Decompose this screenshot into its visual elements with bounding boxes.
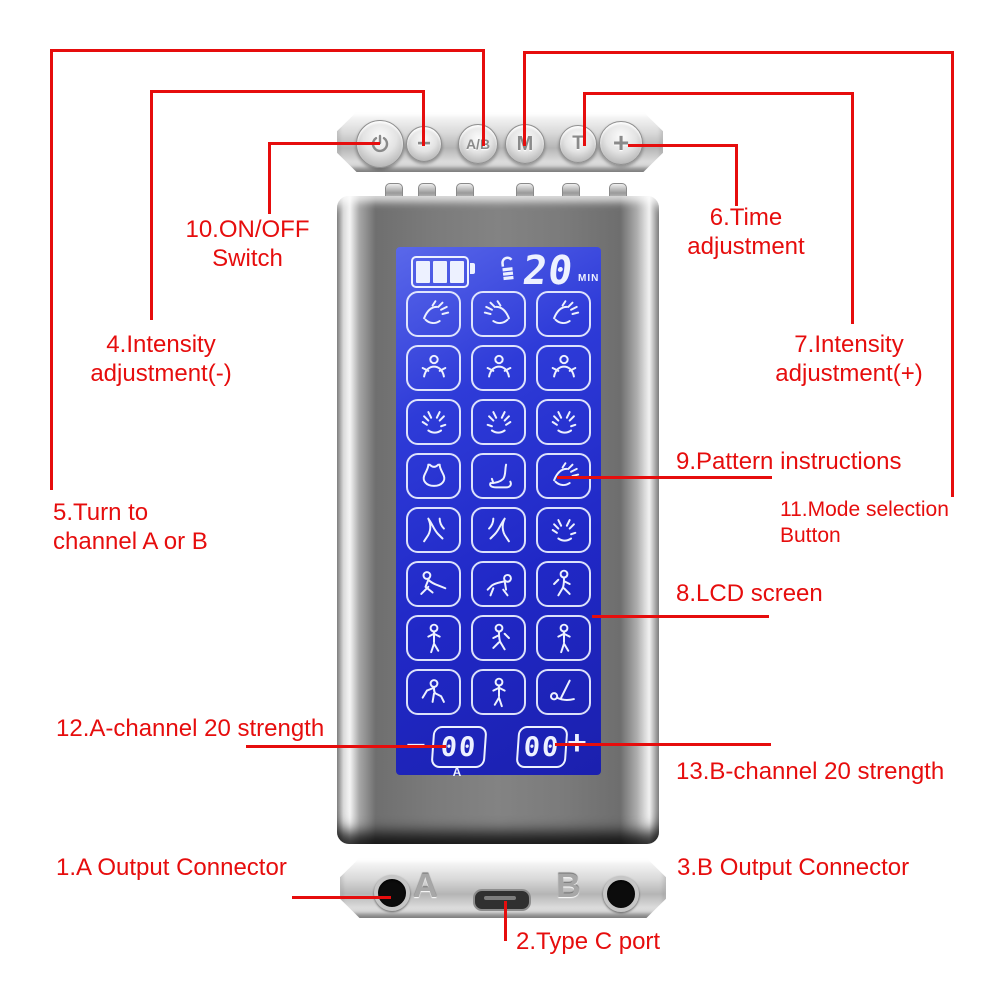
mode-icon-crawl-stretch — [471, 561, 526, 607]
output-jack-a — [374, 875, 410, 911]
callout-label-12: 12.A-channel 20 strength — [56, 715, 325, 742]
mode-icon-shoulder-grab — [471, 345, 526, 391]
usb-c-port — [473, 889, 531, 911]
mode-icon-abdomen-massage — [406, 453, 461, 499]
mode-icon-ankle-foot-rub — [471, 453, 526, 499]
callout-line-10 — [268, 142, 271, 214]
callout-line-7 — [851, 92, 854, 324]
callout-line-4 — [422, 90, 425, 146]
mode-icon-leg-hand-massage — [471, 507, 526, 553]
mode-icon-tapping-hands — [406, 291, 461, 337]
mode-icon-knee-raise — [471, 615, 526, 661]
callout-line-10 — [268, 142, 380, 145]
callout-label-3: 3.B Output Connector — [677, 854, 910, 881]
unlock-icon — [501, 256, 514, 281]
plus-button[interactable]: + — [599, 121, 643, 165]
lcd-screen: 20 MIN − 00 A 00 + — [396, 247, 601, 779]
battery-icon — [411, 256, 475, 288]
channel-a-label: A — [452, 765, 462, 779]
mode-icon-lying-leg-raise — [536, 669, 591, 715]
callout-line-11 — [951, 51, 954, 497]
callout-line-5 — [482, 49, 485, 146]
mode-icon-neck-shoulder-massage — [406, 345, 461, 391]
mode-icon-gua-sha-scraping — [536, 399, 591, 445]
mode-icon-foot-kneading-hands — [536, 507, 591, 553]
callout-label-1: 1.A Output Connector — [56, 854, 287, 881]
mode-icon-lunge-step — [536, 615, 591, 661]
mode-icon-grid — [406, 291, 591, 715]
callout-line-4 — [150, 90, 425, 93]
callout-line-13 — [555, 743, 771, 746]
mode-icon-grasping-hand — [471, 291, 526, 337]
callout-line-6 — [735, 144, 738, 206]
callout-line-11 — [523, 51, 954, 54]
callout-line-5 — [50, 49, 53, 490]
callout-line-8 — [592, 615, 769, 618]
mode-icon-circular-kneading — [536, 345, 591, 391]
timer-unit: MIN — [578, 273, 600, 284]
callout-label-13: 13.B-channel 20 strength — [676, 758, 945, 785]
mode-icon-crossed-legs-massage — [406, 507, 461, 553]
timer-value: 20 — [520, 248, 576, 294]
callout-line-7 — [583, 92, 586, 146]
callout-label-8: 8.LCD screen — [676, 580, 823, 607]
callout-line-9 — [557, 476, 772, 479]
callout-line-6 — [628, 144, 738, 147]
mode-icon-deep-press-hand — [536, 291, 591, 337]
mode-icon-standing-punch — [471, 669, 526, 715]
channel-b-strength-display: 00 — [515, 726, 569, 768]
mode-icon-squat-stance — [406, 669, 461, 715]
callout-line-1 — [292, 896, 391, 899]
mode-icon-kneeling-stretch — [406, 561, 461, 607]
mode-icon-claw-scraping — [406, 399, 461, 445]
time-button[interactable]: T — [559, 125, 597, 163]
ab-channel-button[interactable]: A/B — [458, 124, 498, 164]
port-a-letter: A — [413, 867, 438, 905]
mode-icon-jogging-figure — [406, 615, 461, 661]
mode-icon-walking-kick — [536, 561, 591, 607]
bottom-port-bar: A B — [340, 858, 666, 918]
callout-label-2: 2.Type C port — [516, 928, 661, 955]
output-jack-b — [603, 876, 639, 912]
callout-line-11 — [523, 51, 526, 146]
callout-line-12 — [246, 745, 446, 748]
callout-line-7 — [583, 92, 854, 95]
power-icon — [371, 134, 389, 153]
mode-icon-finger-pressing — [471, 399, 526, 445]
top-button-bar: − A/B M T + — [337, 112, 663, 172]
callout-line-2 — [504, 901, 507, 941]
callout-label-9: 9.Pattern instructions — [676, 448, 902, 475]
callout-line-5 — [50, 49, 485, 52]
callout-line-4 — [150, 90, 153, 320]
port-b-letter: B — [556, 867, 581, 905]
